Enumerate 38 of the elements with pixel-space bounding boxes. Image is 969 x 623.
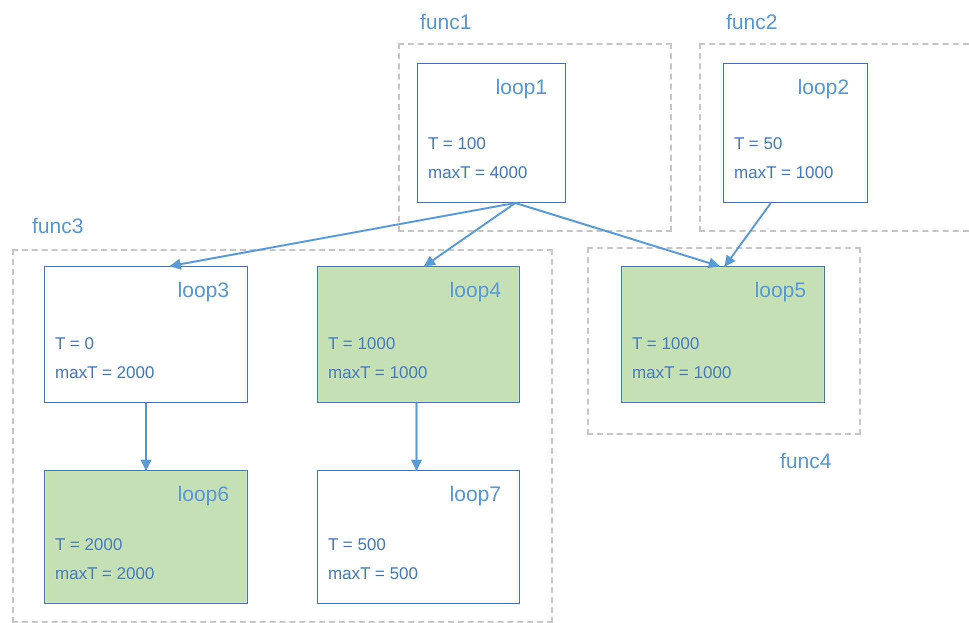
loop-value: T = 500	[328, 535, 386, 555]
loop-value: T = 100	[428, 134, 486, 154]
loop-box	[44, 266, 248, 403]
arrow	[515, 202, 720, 268]
loop-value: maxT = 2000	[55, 564, 154, 584]
loop-value: maxT = 4000	[428, 163, 528, 183]
arrow	[724, 202, 772, 267]
loop-box	[44, 470, 248, 604]
loop-value: T = 0	[55, 334, 94, 354]
loop-value: T = 1000	[632, 334, 700, 354]
arrow	[140, 403, 152, 471]
loop-value: T = 2000	[55, 535, 122, 555]
arrow	[410, 403, 422, 471]
loop-title: loop7	[450, 483, 501, 507]
arrow	[424, 202, 516, 267]
group-label: func2	[726, 11, 778, 35]
loop-title: loop3	[178, 279, 229, 303]
loop-title: loop5	[754, 279, 806, 303]
loop-value: maxT = 2000	[55, 363, 154, 383]
loop-value: maxT = 500	[328, 564, 418, 584]
loop-value: T = 1000	[328, 334, 396, 354]
group-label: func1	[420, 11, 472, 35]
loop-box	[317, 266, 520, 403]
loop-box	[723, 63, 868, 203]
loop-box	[417, 63, 566, 203]
arrow	[170, 202, 516, 270]
loop-value: T = 50	[734, 134, 782, 154]
loop-title: loop1	[496, 76, 547, 100]
loop-value: maxT = 1000	[632, 363, 732, 383]
group-label: func3	[32, 215, 84, 239]
loop-value: maxT = 1000	[734, 163, 834, 183]
loop-title: loop4	[450, 279, 501, 303]
loop-title: loop2	[798, 76, 849, 100]
loop-box	[621, 266, 825, 403]
group-label: func4	[780, 450, 832, 474]
loop-box	[317, 470, 520, 604]
loop-value: maxT = 1000	[328, 363, 428, 383]
loop-title: loop6	[178, 483, 229, 507]
